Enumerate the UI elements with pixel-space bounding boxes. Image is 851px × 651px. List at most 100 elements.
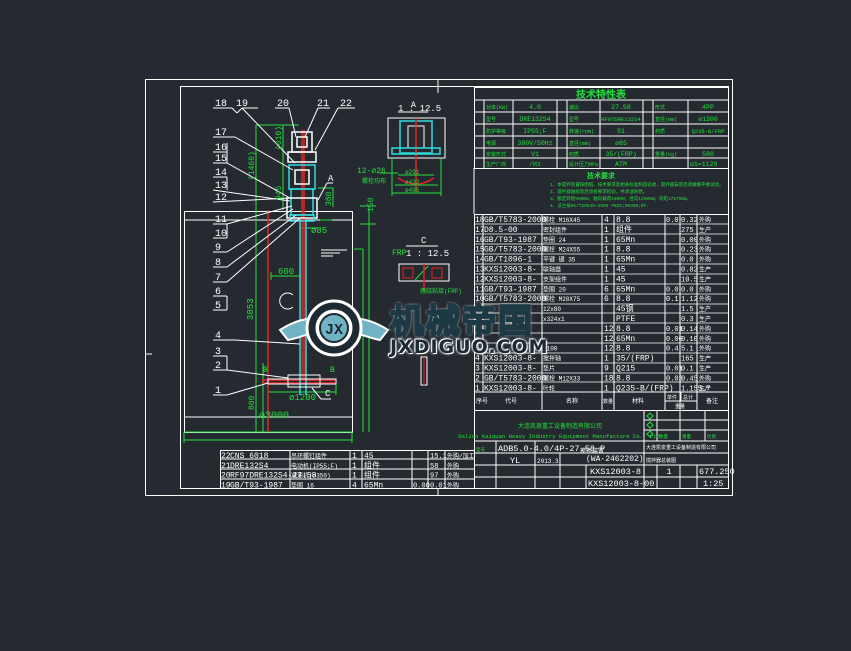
bom-cell-note: 生产 (699, 355, 711, 363)
bom-cell-code: GB/T1096-1 (484, 256, 532, 265)
drawing-number: KXS12003-8 (590, 467, 641, 477)
dim-height-motor: (610) (275, 126, 284, 150)
bom-cell-qty: 4 (352, 481, 357, 490)
bom-cell-mat: 45 (364, 452, 374, 461)
detail-a-d2: ø432 (405, 179, 420, 186)
bom-cell-name: 螺栓 M20X75 (543, 295, 581, 303)
balloon-labels: 17 16 15 14 13 12 11 10 9 8 7 6 5 4 3 2 … (215, 99, 352, 399)
spec-table-title: 技术特性表 (576, 88, 627, 102)
bom-cell-no: 16 (475, 236, 485, 245)
bom-cell-no: 10 (475, 295, 485, 304)
svg-text:速比: 速比 (569, 104, 579, 111)
bom-cell-unit: 0.00 (666, 336, 683, 344)
bom-cell-code: GB/T5783-2000 (484, 216, 547, 225)
balloon-13: 13 (215, 181, 227, 192)
bom-cell-total: 0.23 (681, 247, 698, 255)
bom-cell-unit: 0.03 (666, 375, 683, 383)
bom-cell-no: 4 (475, 355, 480, 364)
designer-value: YL (510, 456, 520, 466)
bom-cell-no: 3 (475, 365, 480, 374)
dim-height-total: 3853 (246, 298, 256, 320)
bom-cell-no: 11 (475, 285, 485, 294)
detail-c-scale: 1 : 12.5 (406, 249, 449, 259)
bom-right-rowlines (474, 223, 728, 383)
balloon-22: 22 (340, 99, 352, 110)
bom-cell-note: 外购 (699, 325, 711, 333)
bom-cell-total: 15.1 (430, 453, 447, 461)
bom-cell-mat: 8.8 (616, 295, 631, 304)
detail-c-weld-note: 缠绕粘接(FRP) (420, 287, 462, 295)
bom-cell-total: 0.0 (681, 257, 694, 265)
dimension-lines (183, 124, 376, 443)
gear-wings-logo-icon: JX (278, 299, 390, 357)
bom-cell-name: 联轴器 (543, 266, 561, 274)
bom-cell-name: 叶轮 (543, 384, 555, 392)
bom-cell-total: 97 (430, 473, 438, 481)
bom-right-header: 序号 代号 名称 数量 材料 单件 总计 重量 备注 (476, 394, 718, 410)
dim-height-nozzle: 150 (367, 197, 376, 212)
bom-header-note: 备注 (706, 397, 718, 405)
bom-header-weight: 重量 (675, 403, 685, 410)
bom-cell-qty: 1 (604, 226, 609, 235)
balloon-12: 12 (215, 193, 227, 204)
svg-text:功率(KW): 功率(KW) (486, 104, 508, 111)
bom-cell-note: 生产 (699, 365, 711, 373)
bom-cell-no: 21 (221, 462, 231, 471)
bom-cell-total: 165 (681, 356, 694, 364)
bom-cell-name: 减速机(ø350) (291, 472, 331, 480)
balloon-2: 2 (215, 361, 221, 372)
company-name-en: Dalian Kaiquan Heavy Industry Equipment … (458, 433, 659, 440)
balloon-14: 14 (215, 168, 227, 179)
bom-cell-name: 螺栓 M24X55 (543, 246, 581, 254)
detail-a-title: A (411, 101, 416, 110)
bom-cell-name: 螺栓 M12X33 (543, 374, 581, 382)
balloon-10: 10 (215, 229, 227, 240)
bom-cell-unit: 0.1 (666, 296, 679, 304)
bom-cell-code: CNS 6018 (230, 452, 269, 461)
svg-text:RF97DRE132S4: RF97DRE132S4 (601, 116, 641, 123)
dim-impeller-diameter: ø1200 (289, 393, 316, 403)
balloon-leaders (212, 107, 355, 400)
bom-cell-name: x324x1 (543, 316, 565, 323)
dimension-labels: ø3000 ø1200 ø85 600 B B 3853 800 (1460) … (246, 126, 376, 422)
model-number: ADB5.0-4.0/4P-27.58-P (498, 444, 605, 454)
bom-cell-no: 9 (475, 305, 480, 314)
bom-cell-note: 外购 (447, 472, 459, 480)
bom-cell-name: 螺栓 M16X45 (543, 216, 581, 224)
bom-cell-name: 平键 键 35 (543, 256, 576, 264)
bom-cell-name: 垫片 (543, 365, 555, 373)
bom-cell-note: 外购 (699, 374, 711, 382)
company-name-cn: 大连凯泉重工设备制造有限公司 (518, 422, 602, 430)
svg-text:转速(rpm): 转速(rpm) (569, 128, 594, 135)
bom-cell-name: 搅拌轴 (543, 355, 561, 363)
bom-cell-note: 生产 (699, 315, 711, 323)
bom-cell-qty: 1 (604, 275, 609, 284)
bom-cell-qty: 12 (604, 345, 614, 354)
balloon-8: 8 (215, 258, 221, 269)
svg-text:型号: 型号 (486, 116, 496, 123)
detail-a-bolt-note: 12-ø26 (357, 167, 386, 176)
impeller (267, 374, 337, 388)
bom-cell-code: GB/T5783-2000 (484, 295, 547, 304)
balloon-17: 17 (215, 128, 227, 139)
bom-cell-total: 58 (430, 463, 438, 471)
detail-a-view: A 1 : 12.5 ø291 ø432 ø495 12-ø26 螺栓均布 (357, 101, 446, 196)
bom-cell-mat: 45 (616, 266, 626, 275)
bom-header-code: 代号 (505, 397, 517, 405)
svg-text:35/(FRP): 35/(FRP) (605, 151, 636, 158)
bom-cell-total: 0.00 (681, 237, 698, 245)
bom-cell-unit: 0.01 (666, 326, 683, 334)
bom-cell-mat: 45钢 (616, 303, 634, 314)
detail-marker-c: C (325, 389, 331, 399)
bom-cell-qty: 1 (604, 266, 609, 275)
bom-cell-name: 垫圈 16 (291, 481, 314, 489)
svg-text:直径(mm): 直径(mm) (569, 140, 591, 147)
bom-cell-qty: 12 (604, 335, 614, 344)
bom-cell-no: 1 (475, 384, 480, 393)
requirement-3: 3、额定转矩500Nm；轴向载荷1000N；径向1250Nm；弯矩17575Nm… (550, 195, 691, 202)
bom-cell-code: GB/T93-1987 (484, 236, 537, 245)
bom-cell-mat: 35/(FRP) (616, 355, 654, 364)
